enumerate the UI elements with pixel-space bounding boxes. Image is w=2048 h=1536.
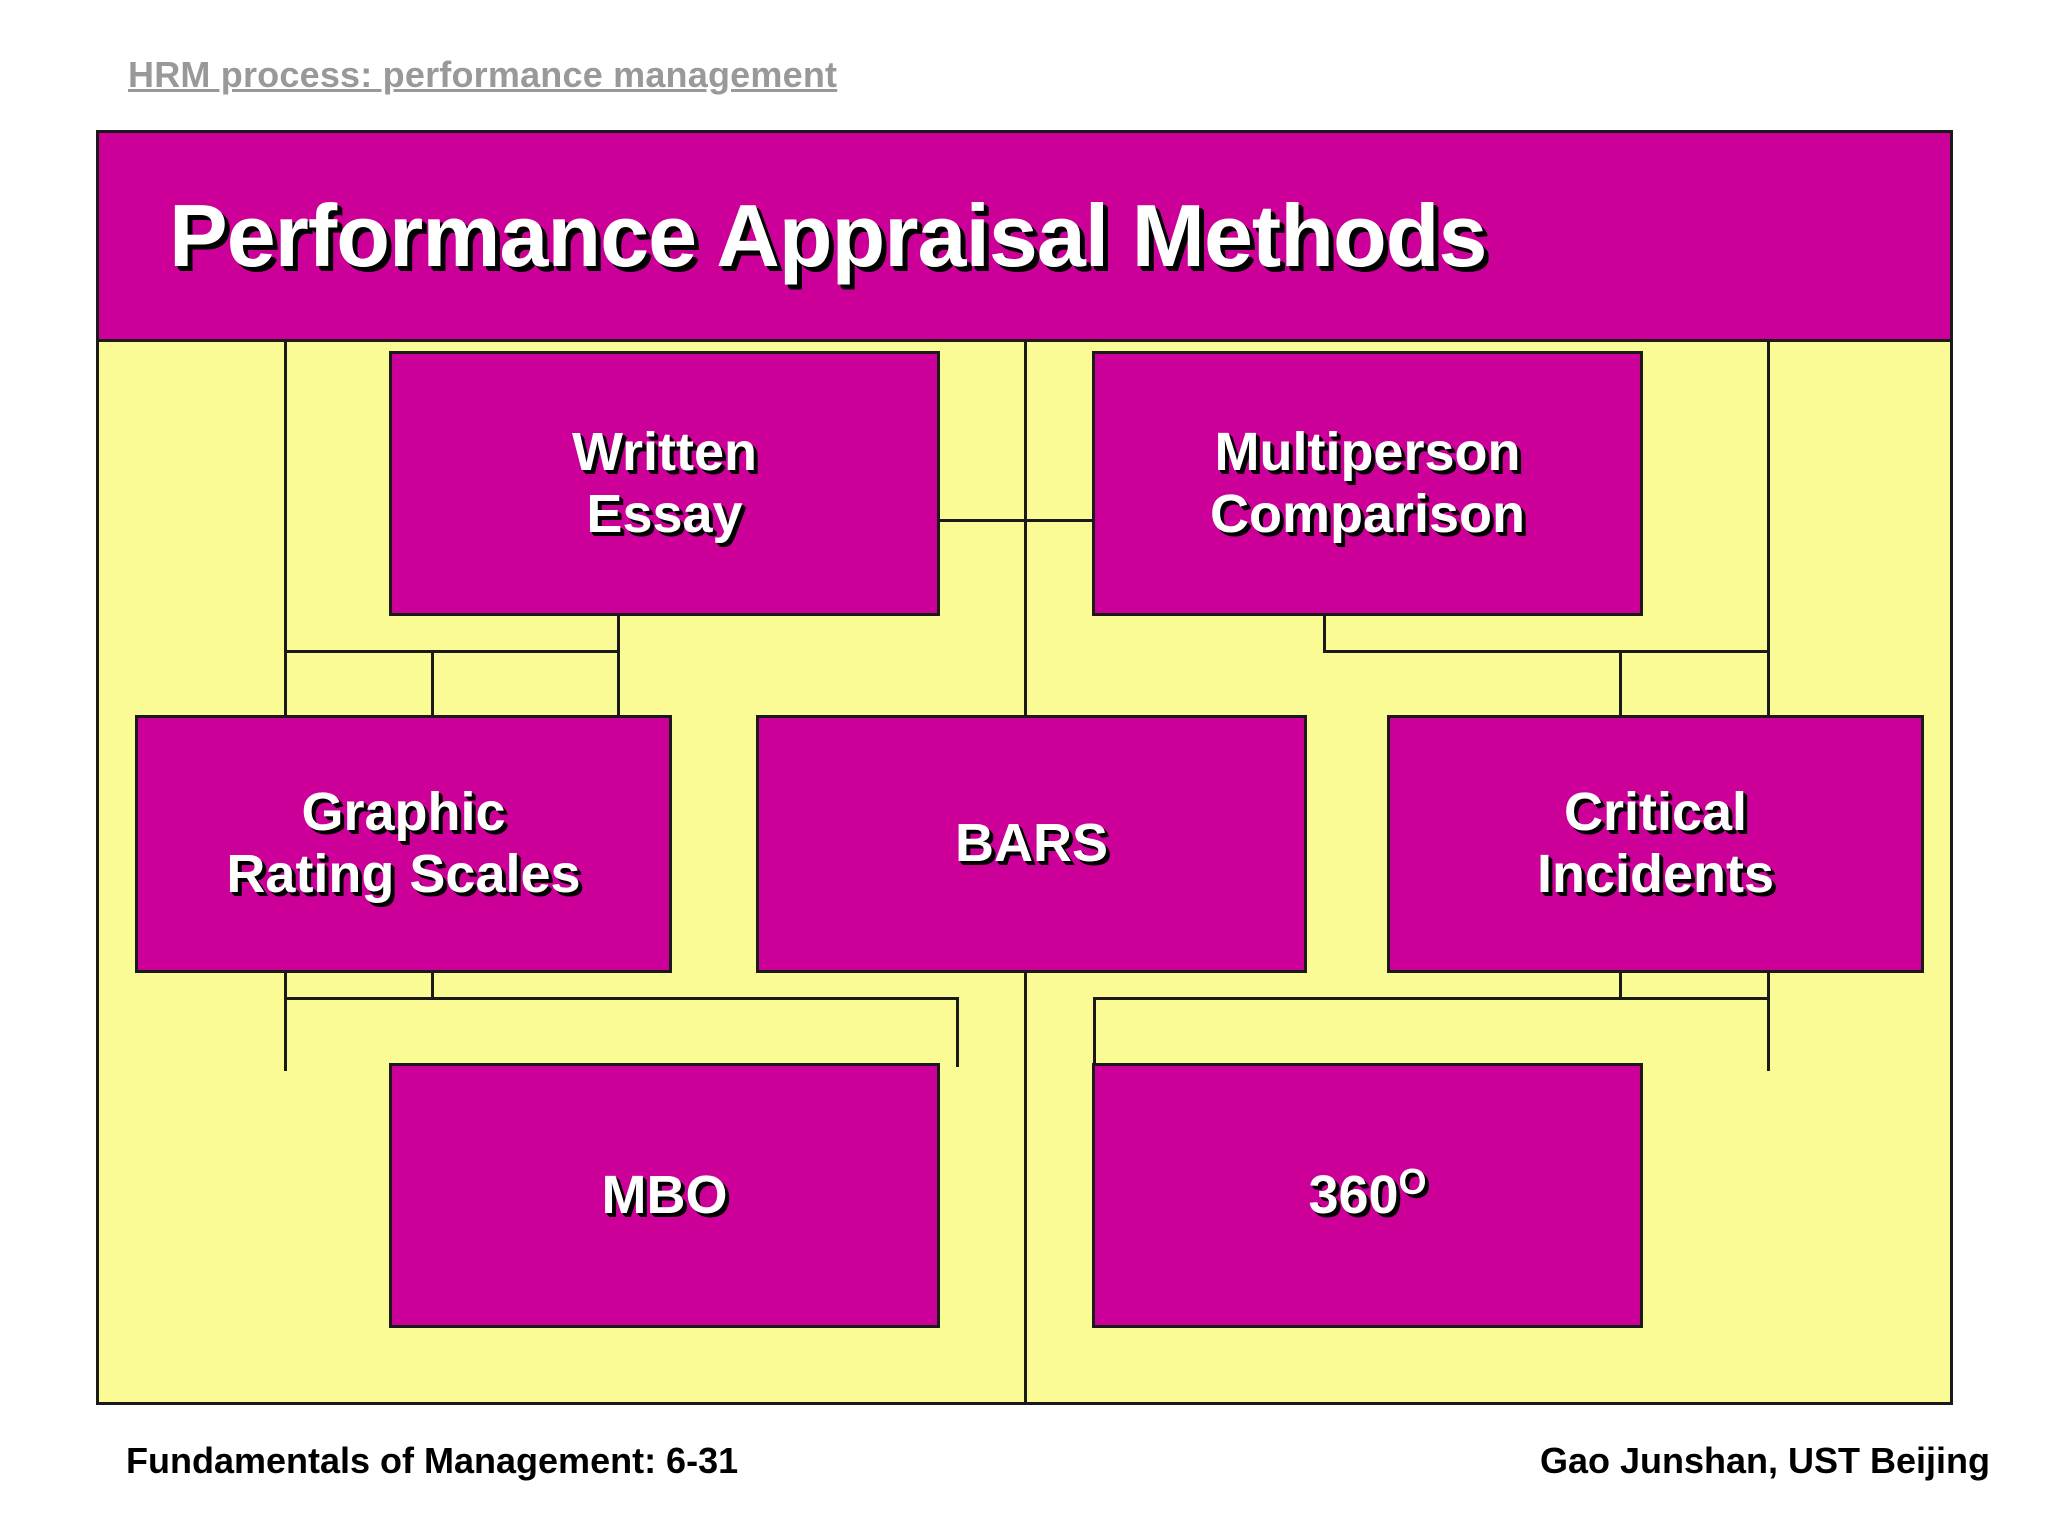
connector-row1-right-stub — [1024, 519, 1095, 522]
node-360-degree-superscript: O — [1398, 1160, 1427, 1202]
title-banner: Performance Appraisal Methods — [99, 133, 1950, 342]
node-critical-incidents[interactable]: Critical Incidents — [1387, 715, 1924, 973]
connector-critical-drop — [1767, 973, 1770, 1071]
connector-mbo-side — [431, 973, 434, 998]
connector-right-drop — [1767, 342, 1770, 725]
footer-left-text: Fundamentals of Management: 6-31 — [126, 1440, 739, 1481]
node-360-degree-label: 360O — [1308, 1163, 1426, 1227]
node-graphic-rating-scales[interactable]: Graphic Rating Scales — [135, 715, 672, 973]
node-360-degree[interactable]: 360O — [1092, 1063, 1643, 1328]
connector-left-drop — [284, 342, 287, 725]
node-bars-label: BARS — [954, 813, 1108, 874]
node-multiperson-comparison[interactable]: Multiperson Comparison — [1092, 351, 1643, 616]
footer-right-text: Gao Junshan, UST Beijing — [1539, 1440, 1990, 1481]
connector-mbo-stem — [956, 997, 959, 1067]
connector-written-essay-elbow — [284, 650, 620, 653]
node-written-essay[interactable]: Written Essay — [389, 351, 940, 616]
slide-footer: Fundamentals of Management: 6-31 Gao Jun… — [0, 1440, 2048, 1500]
connector-graphic-drop — [284, 973, 287, 1071]
node-written-essay-label: Written Essay — [572, 421, 757, 544]
node-graphic-rating-scales-label: Graphic Rating Scales — [226, 782, 581, 904]
connector-multiperson-drop — [1323, 616, 1326, 652]
node-mbo-label: MBO — [601, 1164, 728, 1225]
node-multiperson-comparison-label: Multiperson Comparison — [1209, 421, 1526, 544]
node-bars[interactable]: BARS — [756, 715, 1307, 973]
node-critical-incidents-label: Critical Incidents — [1536, 782, 1775, 904]
connector-row1-left-stub — [940, 519, 1027, 522]
connector-critical-elbow — [1093, 997, 1770, 1000]
connector-multiperson-elbow — [1323, 650, 1770, 653]
connector-360-stem — [1093, 997, 1096, 1067]
slide-kicker: HRM process: performance management — [128, 54, 838, 95]
page-title: Performance Appraisal Methods — [169, 186, 1487, 285]
connector-written-essay-drop — [617, 616, 620, 717]
diagram-frame: Performance Appraisal Methods — [96, 130, 1953, 1405]
connector-critical-side — [1619, 973, 1622, 998]
connector-multiperson-stem — [1619, 650, 1622, 722]
connector-graphic-elbow — [284, 997, 958, 1000]
connector-written-essay-stem — [431, 650, 434, 722]
node-360-degree-value: 360 — [1308, 1164, 1399, 1225]
node-mbo[interactable]: MBO — [389, 1063, 940, 1328]
